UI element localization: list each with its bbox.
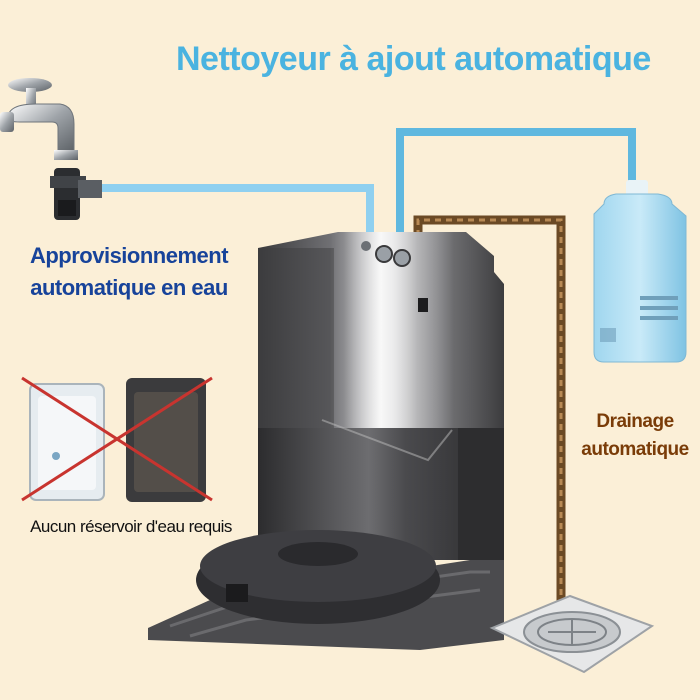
drainage-line-2: automatique	[581, 439, 689, 460]
drainage-label: Drainage automatique	[570, 408, 700, 464]
docking-station	[148, 232, 504, 650]
detergent-pipe	[396, 128, 636, 238]
water-supply-line-2: automatique en eau	[30, 275, 228, 300]
water-supply-line-1: Approvisionnement	[29, 243, 229, 268]
water-supply-pipe	[100, 183, 374, 238]
dirty-tank-icon	[126, 378, 206, 502]
drain-pipe	[413, 215, 566, 630]
water-tank-icon	[29, 383, 105, 501]
drainage-line-1: Drainage	[596, 411, 674, 432]
valve-connector-icon	[50, 168, 102, 220]
water-supply-label: Approvisionnement automatique en eau	[0, 240, 258, 304]
robot-vacuum	[196, 530, 440, 624]
page-title: Nettoyeur à ajout automatique	[176, 40, 651, 78]
cross-icon	[21, 376, 213, 502]
floor-drain-icon	[489, 594, 655, 674]
no-tank-caption: Aucun réservoir d'eau requis	[30, 517, 232, 536]
detergent-bottle-icon	[593, 180, 687, 363]
faucet-icon	[0, 78, 78, 160]
